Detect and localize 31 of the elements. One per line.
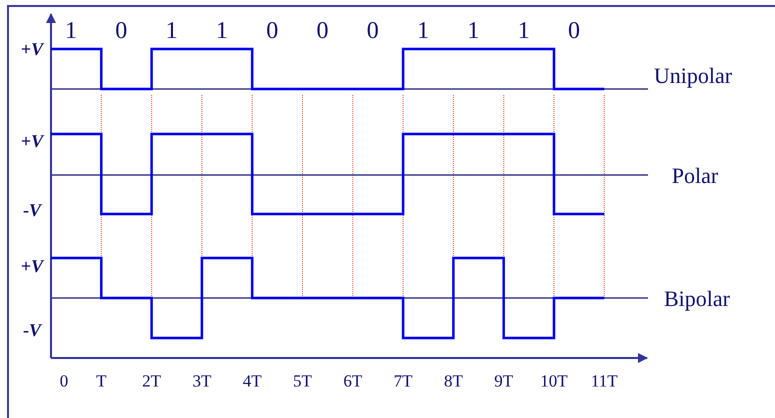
bit-value: 1 xyxy=(417,19,430,43)
level-label: +V xyxy=(20,257,44,275)
bit-value: 0 xyxy=(115,19,128,43)
time-tick-label: 7T xyxy=(394,372,413,390)
level-label: +V xyxy=(20,40,44,58)
time-tick-label: 4T xyxy=(242,372,262,390)
bit-value: 0 xyxy=(568,19,580,43)
bit-value: 1 xyxy=(216,19,228,43)
time-tick-label: 9T xyxy=(494,372,514,390)
level-label: +V xyxy=(20,132,44,150)
time-tick-label: 2T xyxy=(142,372,162,390)
row-label: Bipolar xyxy=(664,288,730,310)
bit-value: 1 xyxy=(65,19,77,43)
level-label: -V xyxy=(23,201,41,219)
time-tick-label: 3T xyxy=(192,372,212,390)
time-tick-label: 10T xyxy=(540,372,568,390)
row-label: Polar xyxy=(672,165,718,187)
time-tick-label: 8T xyxy=(444,372,463,390)
time-tick-label: 5T xyxy=(293,372,312,390)
time-tick-label: 11T xyxy=(590,372,618,390)
level-label: -V xyxy=(23,321,41,339)
time-tick-label: T xyxy=(96,372,106,390)
row-label: Unipolar xyxy=(654,65,732,87)
bit-value: 0 xyxy=(316,19,328,43)
time-tick-label: 0 xyxy=(60,372,68,390)
bit-value: 1 xyxy=(467,19,480,43)
bit-value: 1 xyxy=(166,19,178,43)
bit-value: 0 xyxy=(266,19,278,43)
bit-value: 0 xyxy=(366,19,379,43)
bit-value: 1 xyxy=(518,19,530,43)
time-tick-label: 6T xyxy=(343,372,362,390)
